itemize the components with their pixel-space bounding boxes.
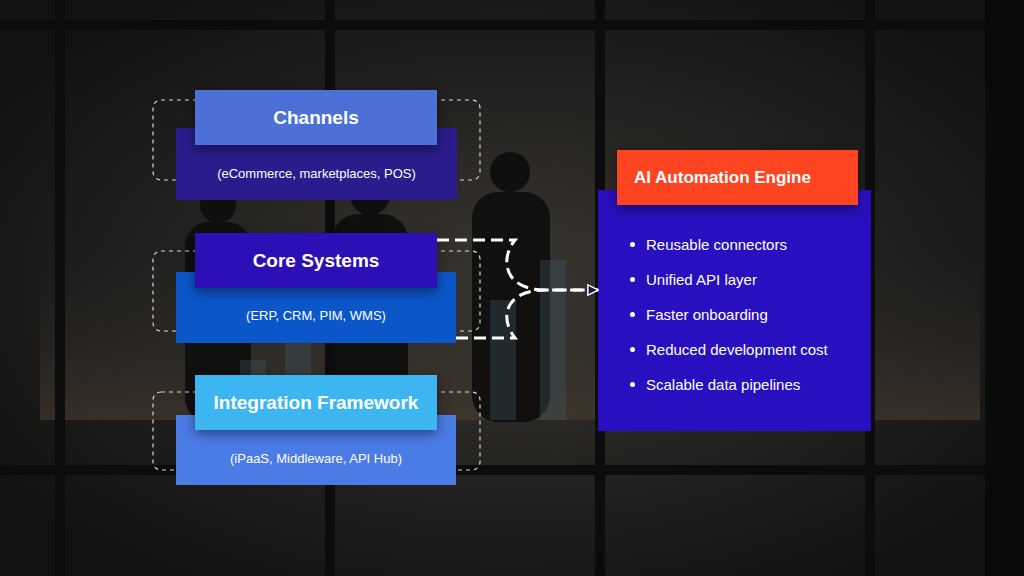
group-header: Channels — [195, 90, 437, 145]
bullet-text: Faster onboarding — [646, 304, 851, 325]
bullet-item: Scalable data pipelines — [628, 374, 851, 395]
bullet-dot — [630, 242, 635, 247]
flow-connector — [456, 290, 598, 338]
bullet-item: Reduced development cost — [628, 339, 851, 360]
bullet-text: Reduced development cost — [646, 339, 851, 360]
bullet-dot — [630, 382, 635, 387]
engine-header: AI Automation Engine — [617, 150, 858, 205]
bullet-item: Reusable connectors — [628, 234, 851, 255]
box-heading: AI Automation Engine — [634, 168, 811, 188]
group-header: Integration Framework — [195, 375, 437, 430]
engine-body: Reusable connectorsUnified API layerFast… — [598, 190, 871, 431]
bullet-dot — [630, 277, 635, 282]
box-text: (eCommerce, marketplaces, POS) — [217, 166, 416, 181]
box-heading: Channels — [273, 107, 359, 129]
box-text: (iPaaS, Middleware, API Hub) — [230, 451, 402, 466]
bullet-dot — [630, 347, 635, 352]
flow-connector — [437, 240, 598, 290]
box-heading: Core Systems — [253, 250, 380, 272]
bullet-item: Faster onboarding — [628, 304, 851, 325]
dashed-bracket — [153, 100, 480, 470]
bullet-text: Unified API layer — [646, 269, 851, 290]
bullet-text: Scalable data pipelines — [646, 374, 851, 395]
bullet-item: Unified API layer — [628, 269, 851, 290]
box-text: (ERP, CRM, PIM, WMS) — [246, 308, 386, 323]
bullet-dot — [630, 312, 635, 317]
bullet-text: Reusable connectors — [646, 234, 851, 255]
group-header: Core Systems — [195, 233, 437, 288]
wall — [985, 0, 1024, 576]
box-heading: Integration Framework — [214, 392, 419, 414]
